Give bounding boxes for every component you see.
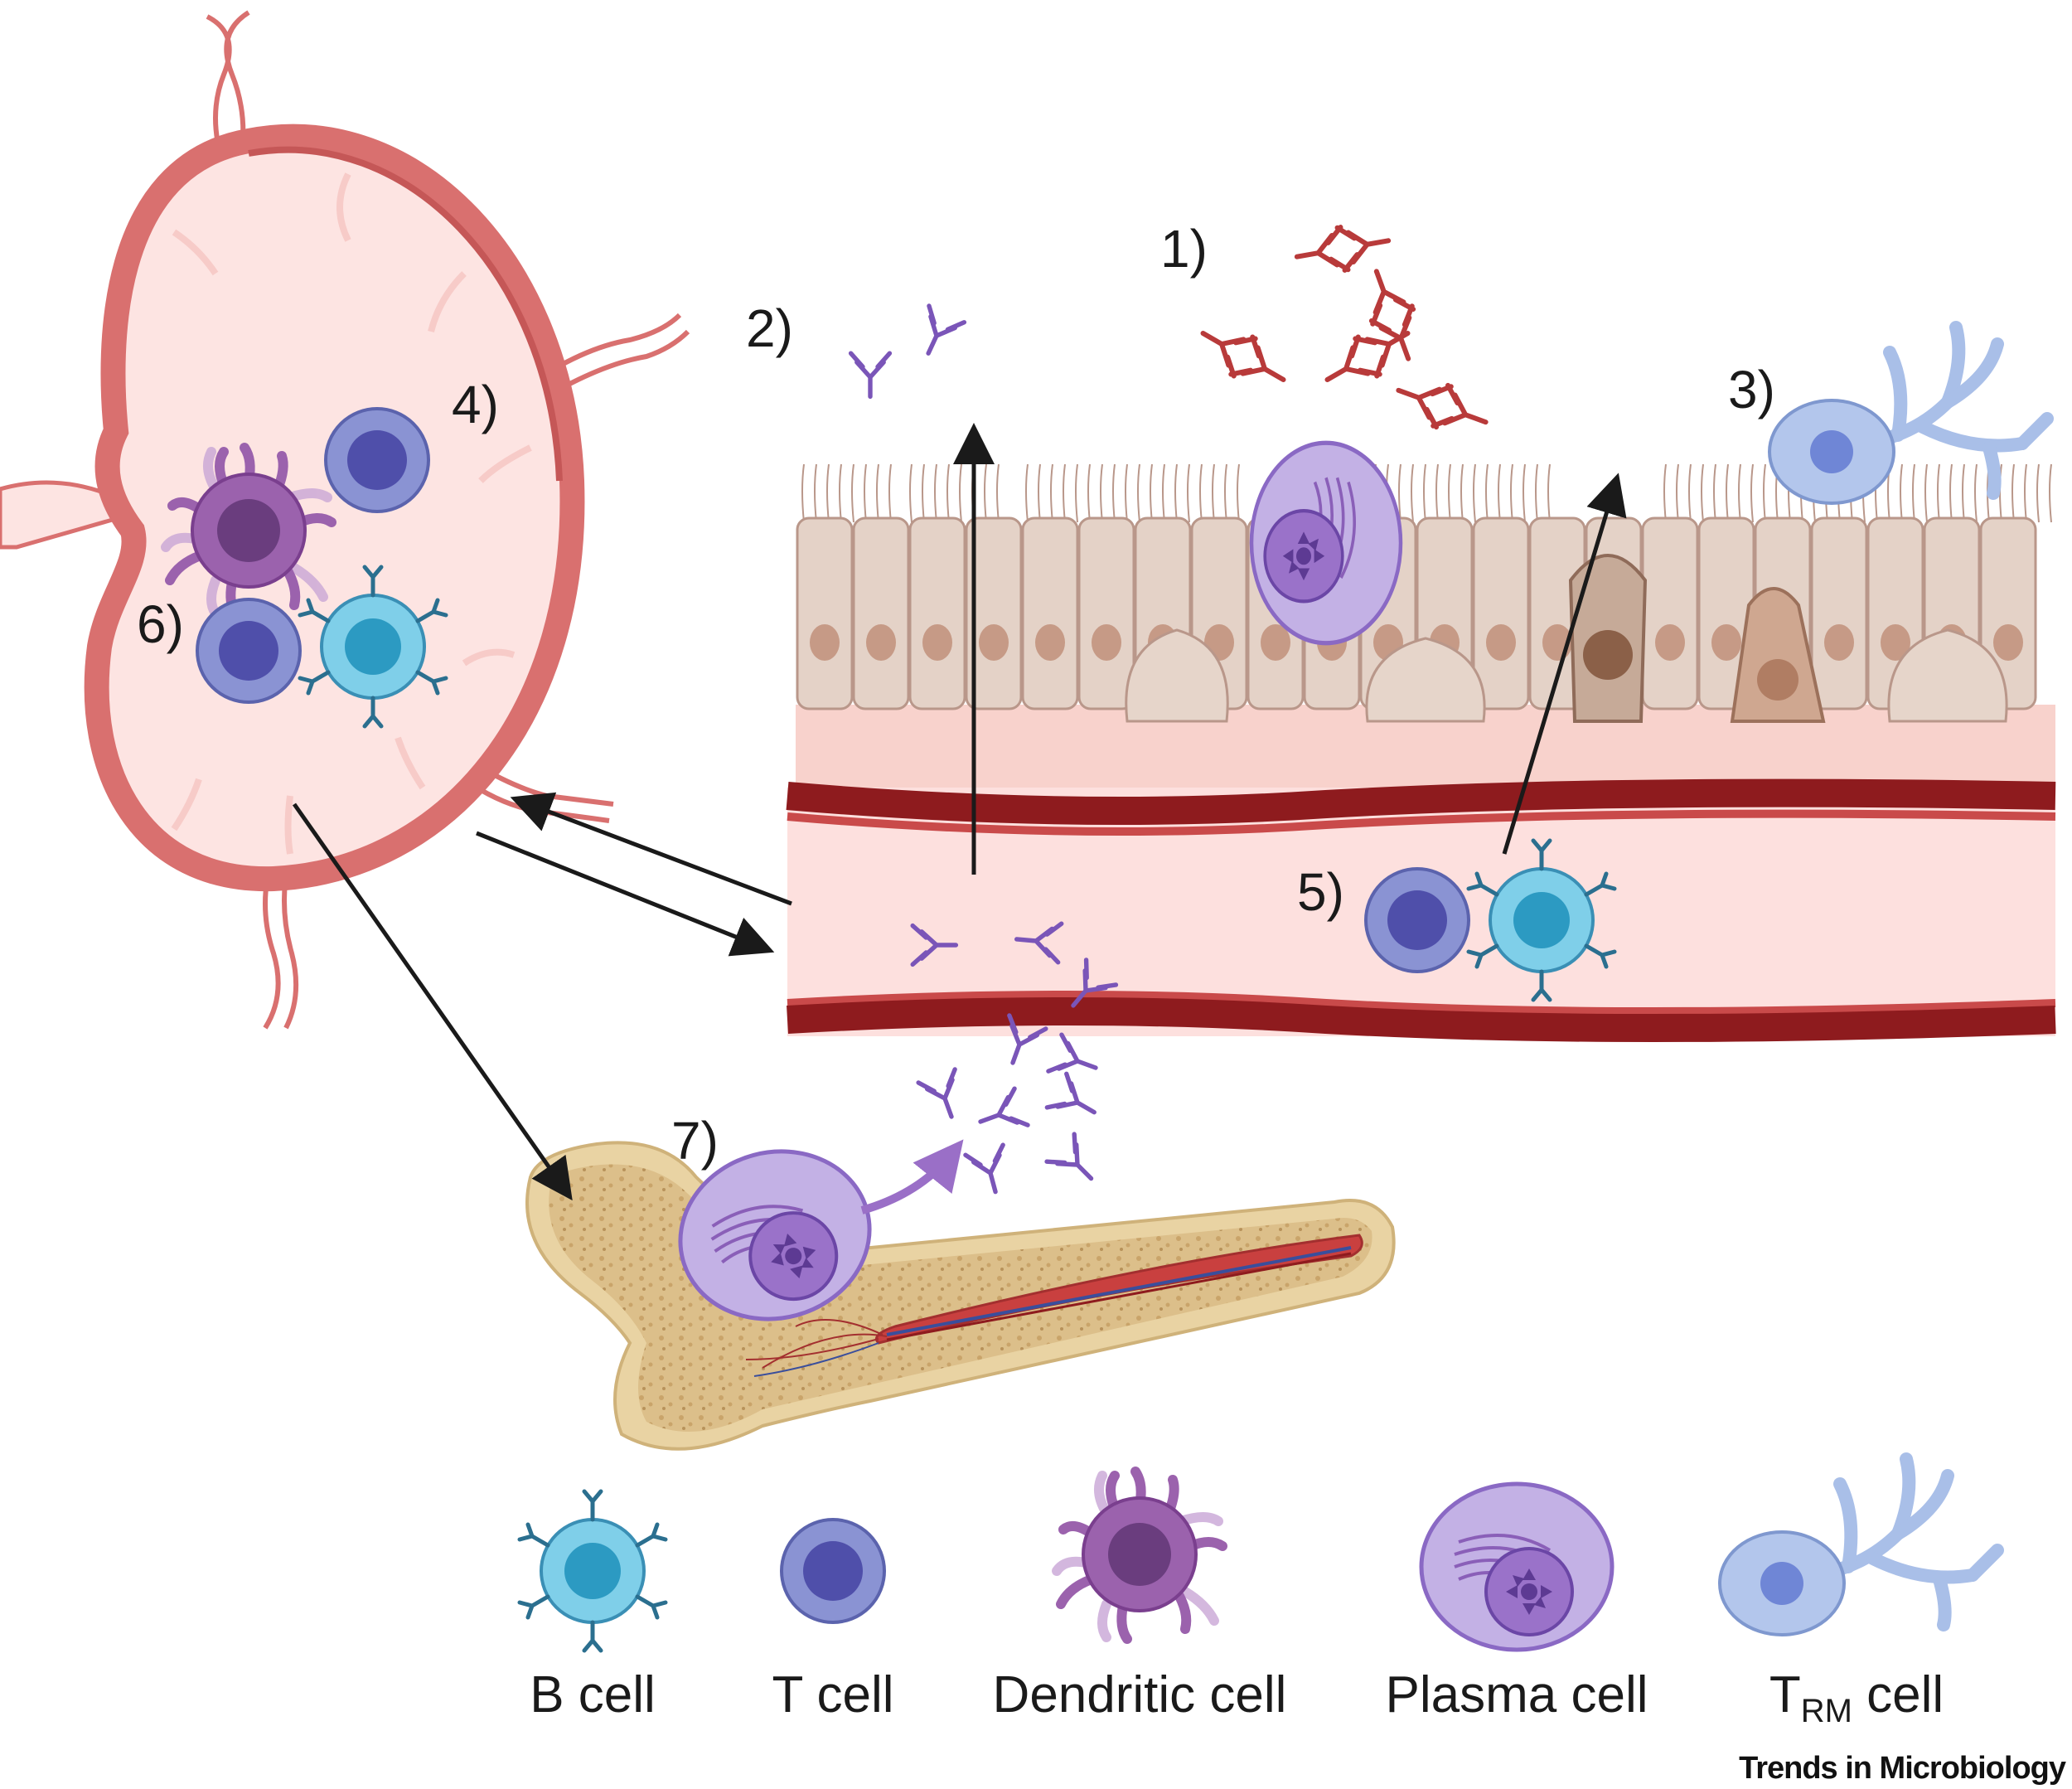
step-label-2: 2) — [746, 298, 793, 358]
step-labels: 1) 2) 3) 4) 5) 6) 7) — [137, 219, 1775, 1171]
legend-label-dendritic-cell: Dendritic cell — [993, 1666, 1287, 1724]
step-label-4: 4) — [452, 375, 499, 434]
legend-label-trm-cell: TRM cell — [1769, 1666, 1944, 1729]
step-label-5: 5) — [1297, 862, 1344, 922]
step-label-6: 6) — [137, 594, 184, 654]
lymph-node — [0, 10, 690, 1030]
legend-label-plasma-cell: Plasma cell — [1386, 1666, 1648, 1724]
mucosal-tissue — [786, 327, 2056, 1042]
legend-t-cell: T cell — [772, 1518, 894, 1724]
legend: B cell T cell Dendritic cell Plasma cell… — [520, 1459, 1997, 1729]
step-label-1: 1) — [1160, 219, 1208, 279]
step-label-3: 3) — [1728, 360, 1775, 419]
step-label-7: 7) — [671, 1111, 719, 1171]
bone-marrow — [525, 1131, 1396, 1451]
legend-b-cell: B cell — [520, 1491, 666, 1724]
legend-dendritic-cell: Dendritic cell — [993, 1471, 1287, 1724]
epithelial-layer — [796, 516, 2037, 723]
iga-dimers — [1193, 220, 1493, 443]
legend-plasma-cell: Plasma cell — [1386, 1484, 1648, 1724]
migration-arrows — [292, 423, 1627, 1201]
legend-trm-cell: TRM cell — [1720, 1459, 1997, 1729]
legend-label-t-cell: T cell — [772, 1666, 893, 1724]
legend-label-b-cell: B cell — [530, 1666, 656, 1724]
journal-credit: Trends in Microbiology — [1739, 1751, 2066, 1786]
